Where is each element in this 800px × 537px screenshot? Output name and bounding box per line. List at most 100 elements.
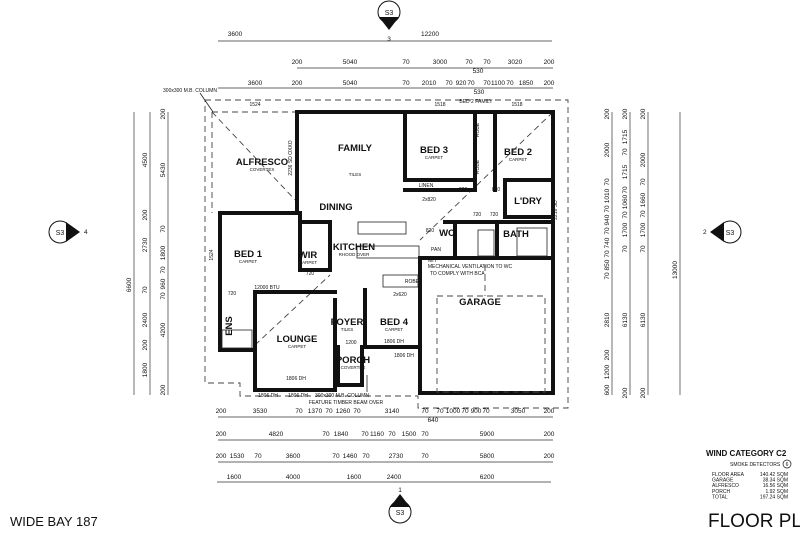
wind-category: WIND CATEGORY C2 [706,449,787,458]
drawing-title: FLOOR PLAN [708,511,800,532]
dimension-bottom3: 2730 [389,453,404,460]
room-label-porch: PORCH [336,355,370,366]
dimension-right1: 70 [604,227,611,235]
dimension-right1: 740 [604,237,611,248]
svg-text:3: 3 [387,36,391,43]
dimension-right1: 1010 [604,188,611,203]
dimension-bottom1: 70 [482,408,490,415]
dimension-bottom2: 200 [544,431,555,438]
room-label-family-finish: TILES [349,172,362,177]
dimension-bottom2: 70 [322,431,330,438]
room-label-bed-1-finish: CARPET [239,259,258,264]
dimension-left1: 200 [142,339,149,350]
dimension-bottom2: 70 [388,431,396,438]
room-label-kitchen-finish: RHOOD OVER [339,252,371,257]
dimension-right1: 200 [604,108,611,119]
dimension-right2: 70 [622,245,629,253]
dimension-top3: 200 [292,80,303,87]
note-bed2-family: BED 2 FAMILY [459,99,493,105]
dimension-right2: 70 [622,186,629,194]
leader-line [199,92,214,113]
dimension-lines [133,40,681,483]
dimension-bottom1: 3530 [253,408,268,415]
dimension-left1: 200 [142,209,149,220]
roof-hip-line [254,274,331,346]
note-column-top: 300x300 M.B. COLUMN [163,88,217,94]
dimension-right3: 70 [640,210,647,218]
dimension-right3: 2000 [640,152,647,167]
roof-hip-line [419,111,554,241]
dimension-left2: 960 [160,278,167,289]
dimension-top3: 70 [445,80,453,87]
dimension-bottom4: 1600 [227,474,242,481]
dimension-top2: 70 [483,59,491,66]
room-label-bed-2: BED 2 [504,147,532,158]
dimension-bottom2: 4820 [269,431,284,438]
smoke-detectors-label: SMOKE DETECTORS [730,462,781,468]
dimension-bottom1: 1260 [336,408,351,415]
room-label-bed-3-finish: CARPET [425,155,444,160]
note-w1518a: 1518 [434,102,445,108]
dimension-right3: 70 [640,245,647,253]
dimension-top3: 70 [483,80,491,87]
dimension-right3: 70 [640,178,647,186]
area-value: 38.34 SQM [763,478,788,484]
area-name: TOTAL [712,494,728,500]
area-value: 140.42 SQM [760,472,788,478]
room-label-family: FAMILY [338,143,373,154]
note-d720b: 720 [490,212,499,218]
dimension-right2: 70 [622,148,629,156]
dimension-right1: 600 [604,384,611,395]
roof-hip-line [211,111,301,206]
dimension-right2: 1715 [622,129,629,144]
dimension-bottom2: 70 [421,431,429,438]
dimension-top3: 2010 [422,80,437,87]
dimension-bottom1: 1000 [446,408,461,415]
dimension-bottom3: 1530 [230,453,245,460]
svg-text:4: 4 [84,229,88,236]
dimension-bottom3: 1460 [343,453,358,460]
svg-text:2: 2 [703,229,707,236]
note-d2x820: 2x820 [422,197,436,203]
dimension-top3: 1100 [491,80,505,87]
dimension-bottom3: 200 [544,453,555,460]
dimension-left1: 2400 [142,312,149,327]
note-lounge-w2: 1806 DH [288,393,308,399]
room-label-lounge: LOUNGE [277,334,318,345]
note-d820a: 820 [459,187,468,193]
dimension-top3: 200 [544,80,555,87]
dimension-top2: 5040 [343,59,358,66]
note-column-bottom: 300x300 M.B. COLUMN [315,393,369,399]
robe-bed4 [382,274,419,288]
dimension-bottom2: 1500 [402,431,417,438]
dimension-right3: 1660 [640,192,647,207]
dimension-bottom1: 1370 [308,408,323,415]
dimension-right3: 1700 [640,222,647,237]
section-marker-right: S3 2 [703,220,742,244]
note-robe2: ROBE [475,122,481,137]
room-label-foyer: FOYER [331,317,364,328]
dimension-bottom3: 3600 [286,453,301,460]
note-feature-beam: FEATURE TIMBER BEAM OVER [309,400,384,406]
dimension-bottom1: 70 [421,408,429,415]
dimension-right1: 70 [604,250,611,258]
dimension-bottom1: 900 [471,408,482,415]
dimension-bottom3: 70 [421,453,429,460]
dimension-left1: 2730 [142,237,149,252]
dimension-top2: 3020 [508,59,523,66]
section-marker-left: S3 4 [48,220,88,244]
dimension-top3: 70 [402,80,410,87]
note-mh: MH [428,258,436,264]
dimension-bottom1: 3050 [511,408,526,415]
dimension-right-total: 13000 [672,261,679,279]
dimension-left2: 70 [160,292,167,300]
smoke-detectors-count: 6 [786,462,789,468]
note-w1524a: 1524 [249,102,260,108]
dimension-left2: 4200 [160,322,167,337]
bath-shower [477,229,495,257]
dimension-right2: 1060 [622,194,629,209]
dimension-right3: 200 [640,387,647,398]
walls [218,110,555,395]
dimension-right1: 940 [604,214,611,225]
